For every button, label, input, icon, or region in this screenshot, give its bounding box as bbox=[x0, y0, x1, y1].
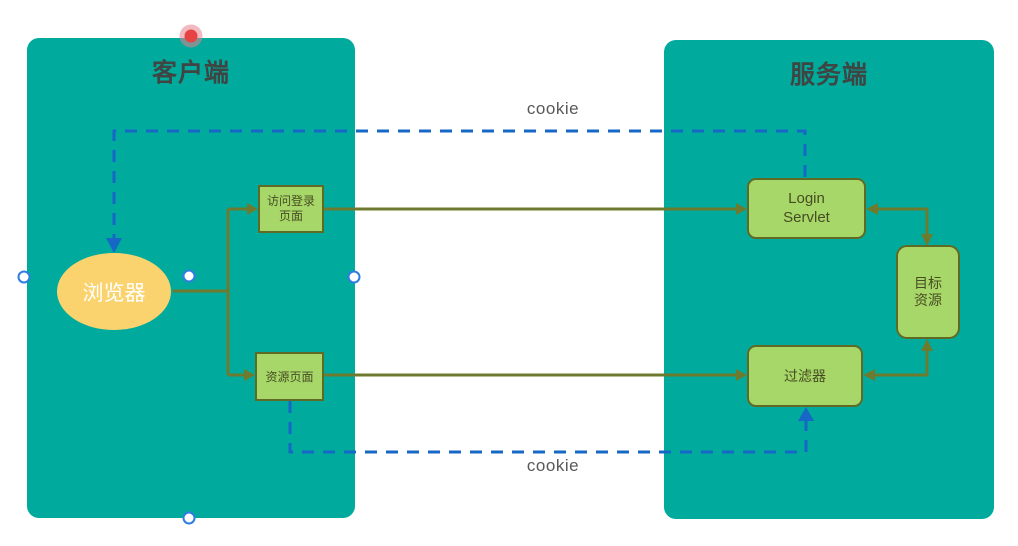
cookie-label-top: cookie bbox=[526, 99, 580, 118]
node-target-resource[interactable]: 目标 资源 bbox=[896, 245, 960, 339]
node-resource-page-label: 资源页面 bbox=[265, 370, 314, 384]
connection-handle-center[interactable] bbox=[182, 269, 196, 283]
connection-handle-right[interactable] bbox=[347, 270, 361, 284]
node-target-resource-label: 目标 资源 bbox=[914, 274, 942, 309]
node-login-servlet[interactable]: Login Servlet bbox=[747, 178, 866, 239]
server-panel-title: 服务端 bbox=[789, 61, 868, 89]
client-panel-title: 客户端 bbox=[151, 59, 230, 87]
connection-handle-left[interactable] bbox=[17, 270, 31, 284]
node-browser-label: 浏览器 bbox=[82, 281, 146, 305]
node-browser[interactable]: 浏览器 bbox=[57, 253, 171, 330]
rotate-handle-red-dot[interactable] bbox=[184, 29, 198, 43]
node-filter-label: 过滤器 bbox=[784, 368, 826, 384]
node-login-page-label: 访问登录 页面 bbox=[266, 194, 315, 223]
connection-handle-bottom[interactable] bbox=[182, 511, 196, 525]
node-resource-page[interactable]: 资源页面 bbox=[255, 352, 324, 401]
cookie-label-bottom: cookie bbox=[526, 456, 580, 475]
node-filter[interactable]: 过滤器 bbox=[747, 345, 863, 407]
node-login-page[interactable]: 访问登录 页面 bbox=[258, 185, 324, 233]
node-login-servlet-label: Login Servlet bbox=[783, 189, 830, 226]
